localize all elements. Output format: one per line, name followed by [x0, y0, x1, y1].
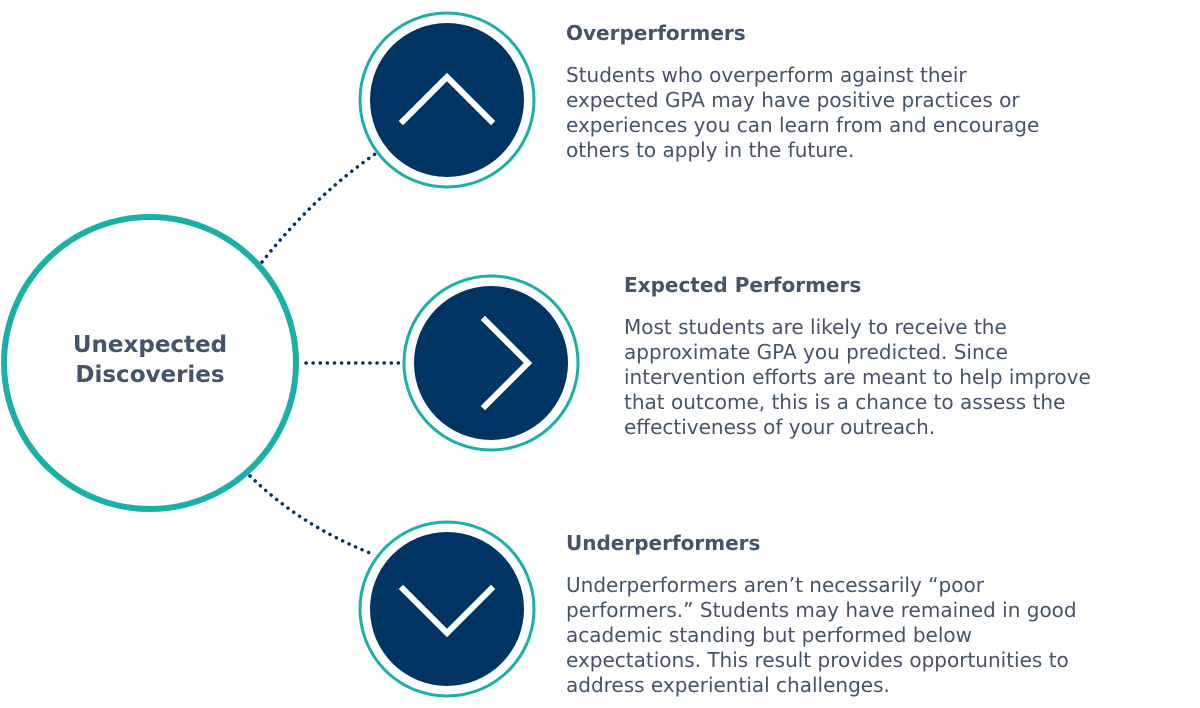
body-line: performers.” Students may have remained … — [566, 598, 1077, 622]
item-title-underperformers: Underperformers — [566, 531, 761, 555]
node-expected-performers — [402, 274, 580, 452]
body-line: others to apply in the future. — [566, 138, 855, 162]
item-title-expected-performers: Expected Performers — [624, 273, 862, 297]
body-line: experiences you can learn from and encou… — [566, 113, 1040, 137]
body-line: Students who overperform against their — [566, 63, 967, 87]
node-disc — [414, 286, 568, 440]
connectors — [248, 150, 415, 555]
body-line: academic standing but performed below — [566, 623, 973, 647]
body-line: approximate GPA you predicted. Since — [624, 340, 1008, 364]
body-line: Underperformers aren’t necessarily “poor — [566, 573, 984, 597]
item-body-underperformers: Underperformers aren’t necessarily “poor… — [566, 573, 1077, 698]
body-line: that outcome, this is a chance to assess… — [624, 390, 1066, 414]
hub-label-line: Unexpected — [72, 332, 228, 358]
chevron-up-icon — [398, 72, 496, 126]
body-line: expected GPA may have positive practices… — [566, 88, 1020, 112]
body-line: intervention efforts are meant to help i… — [624, 365, 1091, 389]
connector-over — [260, 150, 380, 264]
chevron-down-icon — [398, 584, 496, 638]
connector-under — [248, 474, 372, 555]
body-line: effectiveness of your outreach. — [624, 415, 936, 439]
chevron-right-icon — [480, 315, 533, 411]
item-title-overperformers: Overperformers — [566, 21, 746, 45]
hub-label: Unexpected Discoveries — [30, 330, 270, 390]
hub-circle — [1, 214, 299, 512]
item-body-overperformers: Students who overperform against their e… — [566, 63, 1039, 163]
node-underperformers — [358, 520, 536, 698]
node-disc — [370, 532, 524, 686]
body-line: Most students are likely to receive the — [624, 315, 1007, 339]
node-overperformers — [358, 11, 536, 189]
item-body-expected-performers: Most students are likely to receive the … — [624, 315, 1091, 440]
node-disc — [370, 23, 524, 177]
body-line: address experiential challenges. — [566, 673, 890, 697]
hub-label-line: Discoveries — [75, 362, 225, 388]
body-line: expectations. This result provides oppor… — [566, 648, 1069, 672]
